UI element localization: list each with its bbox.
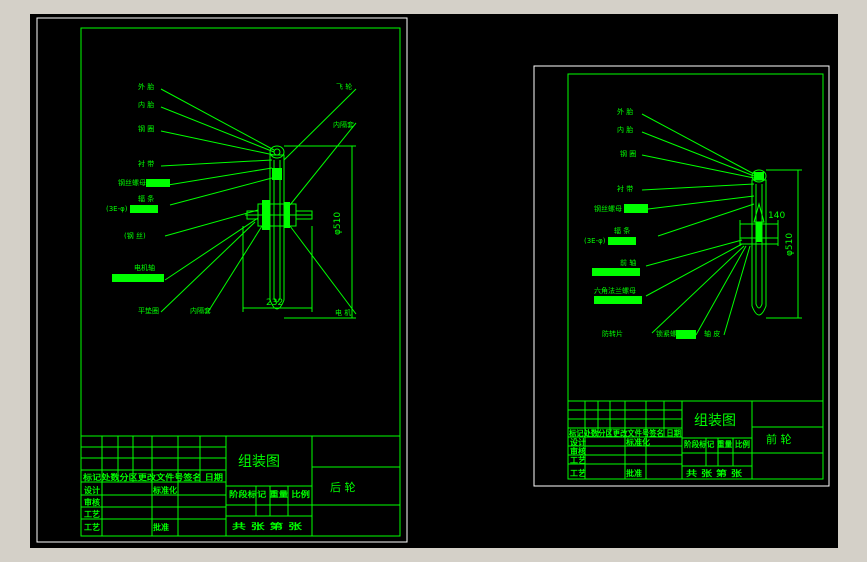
rear-dimensions: φ510 232 <box>242 145 356 319</box>
front-approve-check-label: 工艺 <box>570 455 586 465</box>
rear-label-washer: 平垫圈 <box>138 306 159 315</box>
front-label-spoke-spec: (3E-φ) <box>584 237 606 245</box>
front-check-label: 审核 <box>570 446 586 456</box>
front-label-rim-tape: 衬 带 <box>617 184 633 193</box>
rear-sheets-row: 共 张 第 张 <box>232 521 304 531</box>
rear-stage-row: 阶段标记 重量 比例 <box>229 489 310 499</box>
right-sheet-border <box>533 65 830 487</box>
rear-label-spacer-left: 内隔套 <box>190 306 211 315</box>
front-title-block <box>567 400 824 480</box>
front-leaders <box>641 113 755 336</box>
front-approve-label: 批准 <box>626 468 642 478</box>
front-label-axle-skin: 轴 皮 <box>704 329 720 338</box>
rear-approve-check-label: 工艺 <box>84 509 100 519</box>
rear-label-rim: 钢 圈 <box>138 124 154 133</box>
front-drawing-title: 组装图 <box>694 413 736 429</box>
rear-label-inner-tube: 内 胎 <box>138 100 154 109</box>
front-standard-label: 标准化 <box>625 437 650 447</box>
front-label-front-axle: 前 轴 <box>620 258 636 267</box>
left-sheet-border <box>36 17 408 543</box>
front-label-spoke-nut: 钢丝螺母 <box>594 204 622 213</box>
rear-label-motor-axle: 电机轴 <box>134 263 155 272</box>
rear-label-spoke-nut: 钢丝螺母 <box>118 178 146 187</box>
rear-label-freewheel: 飞 轮 <box>336 82 352 91</box>
rear-label-spoke-spec: (3E-φ) <box>106 205 128 213</box>
rear-label-rim-tape: 衬 带 <box>138 159 154 168</box>
front-process-label: 工艺 <box>570 468 586 478</box>
rear-diameter-dim: φ510 <box>333 212 343 235</box>
front-label-outer-tire: 外 胎 <box>617 107 633 116</box>
rear-part-name: 后 轮 <box>330 480 356 494</box>
front-dimensions: φ510 140 <box>739 169 802 319</box>
front-sheets-row: 共 张 第 张 <box>686 468 743 478</box>
front-label-spoke: 辐 条 <box>614 226 630 235</box>
rear-revision-row: 标记处数分区更改文件号签名 日期 <box>82 472 223 482</box>
front-part-name: 前 轮 <box>766 432 792 446</box>
rear-check-label: 审核 <box>84 497 100 507</box>
front-revision-row: 标记处数分区更改文件号签名 日期 <box>568 428 681 438</box>
rear-wheel-drawing <box>245 145 313 310</box>
left-sheet: φ510 232 外 胎 内 胎 钢 圈 衬 带 钢丝螺母 辐 条 (3E-φ) <box>36 17 408 543</box>
rear-approve-label: 批准 <box>153 522 169 532</box>
front-label-flange-nut: 六角法兰螺母 <box>594 286 636 295</box>
front-width-dim: 140 <box>768 211 785 221</box>
front-diameter-dim: φ510 <box>785 233 795 256</box>
rear-drawing-title: 组装图 <box>238 454 280 470</box>
front-design-label: 设计 <box>570 437 586 447</box>
front-wheel-drawing <box>739 169 779 316</box>
rear-label-outer-tire: 外 胎 <box>138 82 154 91</box>
rear-label-motor: 电 机 <box>335 308 351 317</box>
cad-viewport[interactable] <box>30 14 838 548</box>
front-label-rim: 钢 圈 <box>620 149 636 158</box>
rear-process-label: 工艺 <box>84 522 100 532</box>
rear-label-spoke: 辐 条 <box>138 194 154 203</box>
rear-width-dim: 232 <box>266 298 283 308</box>
front-label-anti-rotation: 防转片 <box>602 329 623 338</box>
right-sheet: φ510 140 外 胎 内 胎 钢 圈 衬 带 钢丝螺母 辐 条 (3E-φ)… <box>533 65 830 487</box>
rear-title-block <box>80 435 401 537</box>
rear-standard-label: 标准化 <box>152 485 177 495</box>
rear-label-steel-wire: (钢 丝) <box>124 231 146 240</box>
rear-label-spacer-right: 内隔套 <box>333 120 354 129</box>
front-label-lock-nut: 锁紧螺母 <box>656 329 684 338</box>
rear-leaders <box>160 88 357 315</box>
rear-design-label: 设计 <box>84 485 100 495</box>
front-stage-row: 阶段标记 重量 比例 <box>684 439 750 449</box>
front-label-inner-tube: 内 胎 <box>617 125 633 134</box>
